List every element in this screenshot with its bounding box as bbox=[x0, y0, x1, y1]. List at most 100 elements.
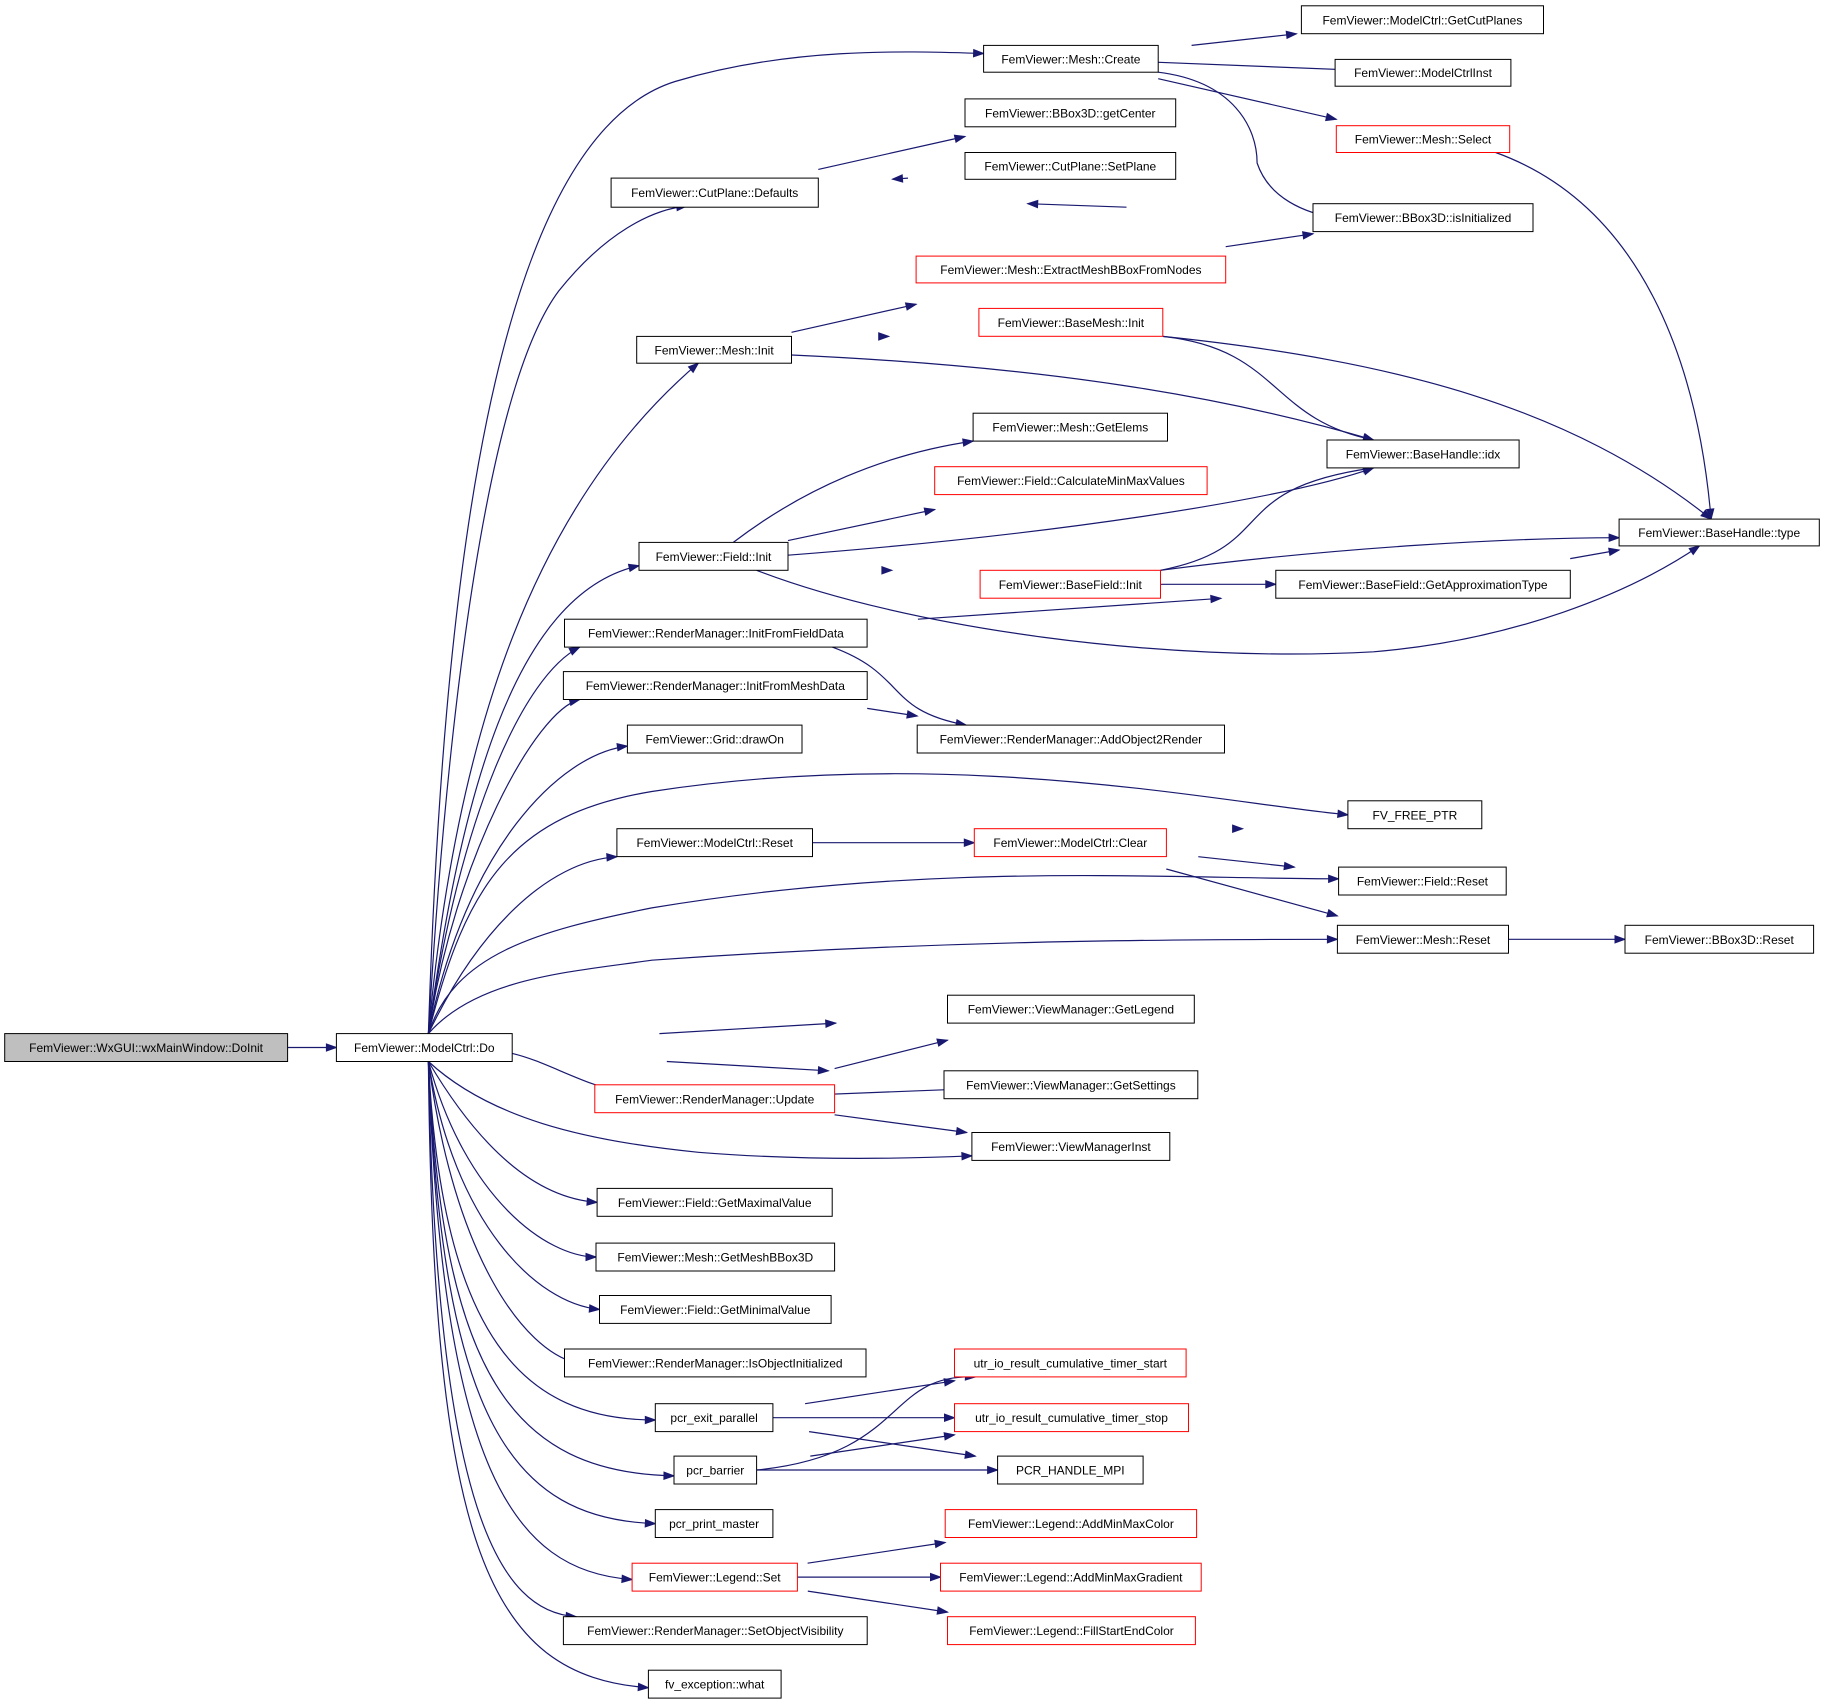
node-label: FemViewer::RenderManager::Update bbox=[615, 1092, 815, 1106]
node-label: FemViewer::RenderManager::InitFromMeshDa… bbox=[586, 679, 846, 693]
node-box bbox=[610, 177, 819, 208]
node-box bbox=[915, 255, 1227, 284]
node-getBBox[interactable]: FemViewer::Mesh::GetMeshBBox3D bbox=[595, 1242, 836, 1272]
arrowhead-icon bbox=[936, 1038, 949, 1047]
arrowhead-icon bbox=[1326, 908, 1339, 918]
node-label: FemViewer::ViewManagerInst bbox=[991, 1140, 1151, 1154]
node-fillStartEnd[interactable]: FemViewer::Legend::FillStartEndColor bbox=[947, 1616, 1196, 1646]
node-setVis[interactable]: FemViewer::RenderManager::SetObjectVisib… bbox=[562, 1616, 868, 1646]
node-addObj[interactable]: FemViewer::RenderManager::AddObject2Rend… bbox=[916, 724, 1225, 754]
node-box bbox=[1624, 924, 1815, 954]
call-edge-do-to-fieldInit bbox=[427, 563, 641, 1034]
edge-line bbox=[427, 745, 628, 1034]
node-getMin[interactable]: FemViewer::Field::GetMinimalValue bbox=[599, 1295, 832, 1324]
node-extract[interactable]: FemViewer::Mesh::ExtractMeshBBoxFromNode… bbox=[915, 255, 1227, 284]
node-baseFieldInit[interactable]: FemViewer::BaseField::Init bbox=[979, 569, 1161, 599]
node-vmInst[interactable]: FemViewer::ViewManagerInst bbox=[971, 1132, 1171, 1161]
node-timerStart[interactable]: utr_io_result_cumulative_timer_start bbox=[954, 1348, 1187, 1378]
node-getCenter[interactable]: FemViewer::BBox3D::getCenter bbox=[964, 98, 1177, 128]
node-calcMinMax[interactable]: FemViewer::Field::CalculateMinMaxValues bbox=[934, 466, 1208, 496]
node-getMax[interactable]: FemViewer::Field::GetMaximalValue bbox=[596, 1187, 833, 1217]
node-pcrPrint[interactable]: pcr_print_master bbox=[654, 1509, 774, 1538]
node-setPlane[interactable]: FemViewer::CutPlane::SetPlane bbox=[964, 152, 1177, 180]
node-label: utr_io_result_cumulative_timer_start bbox=[974, 1357, 1168, 1371]
node-meshSelect[interactable]: FemViewer::Mesh::Select bbox=[1335, 125, 1511, 153]
node-do[interactable]: FemViewer::ModelCtrl::Do bbox=[335, 1033, 513, 1062]
node-fieldReset[interactable]: FemViewer::Field::Reset bbox=[1338, 866, 1507, 896]
call-edge-legendSet-to-fillStartEnd bbox=[807, 1590, 949, 1615]
node-legendSet[interactable]: FemViewer::Legend::Set bbox=[631, 1562, 798, 1592]
node-rmUpdate[interactable]: FemViewer::RenderManager::Update bbox=[594, 1084, 836, 1114]
node-box bbox=[596, 1187, 833, 1217]
node-meshInit[interactable]: FemViewer::Mesh::Init bbox=[636, 335, 793, 364]
node-meshReset[interactable]: FemViewer::Mesh::Reset bbox=[1336, 924, 1510, 954]
arrowhead-icon bbox=[923, 507, 937, 516]
call-edge-do-to-setVis bbox=[427, 1061, 578, 1621]
edge-line bbox=[1198, 856, 1295, 868]
node-pcrExit[interactable]: pcr_exit_parallel bbox=[654, 1403, 774, 1433]
node-box bbox=[1312, 203, 1534, 233]
node-fvFree[interactable]: FV_FREE_PTR bbox=[1347, 800, 1483, 830]
node-root[interactable]: FemViewer::WxGUI::wxMainWindow::DoInit bbox=[4, 1033, 289, 1062]
node-initFromField[interactable]: FemViewer::RenderManager::InitFromFieldD… bbox=[564, 618, 868, 648]
node-pcrBarrier[interactable]: pcr_barrier bbox=[673, 1455, 758, 1485]
node-mcReset[interactable]: FemViewer::ModelCtrl::Reset bbox=[616, 828, 814, 858]
node-initFromMesh[interactable]: FemViewer::RenderManager::InitFromMeshDa… bbox=[562, 671, 868, 700]
edge-line bbox=[427, 565, 640, 1034]
edge-line bbox=[756, 1376, 976, 1471]
node-getApprox[interactable]: FemViewer::BaseField::GetApproximationTy… bbox=[1275, 569, 1571, 599]
node-idx[interactable]: FemViewer::BaseHandle::idx bbox=[1326, 439, 1520, 469]
edge-line bbox=[834, 1039, 948, 1070]
node-fvExc[interactable]: fv_exception::what bbox=[647, 1669, 782, 1699]
call-edge-do-to-fvFree bbox=[427, 773, 1350, 1034]
node-baseMeshInit[interactable]: FemViewer::BaseMesh::Init bbox=[978, 307, 1164, 337]
edge-line bbox=[1158, 78, 1337, 120]
node-label: FemViewer::Mesh::GetElems bbox=[992, 421, 1148, 435]
edge-line bbox=[917, 597, 1222, 620]
node-drawOn[interactable]: FemViewer::Grid::drawOn bbox=[626, 724, 803, 754]
edge-line bbox=[807, 1590, 948, 1613]
call-edge-fieldInit-to-calcMinMax bbox=[787, 507, 937, 542]
node-label: pcr_exit_parallel bbox=[670, 1411, 757, 1425]
arrowhead-icon bbox=[1326, 934, 1339, 944]
node-label: FemViewer::ViewManager::GetSettings bbox=[966, 1078, 1176, 1092]
call-edge-do-to-fieldReset bbox=[427, 874, 1341, 1034]
call-edge-do-to-getMax bbox=[427, 1061, 599, 1206]
node-label: FemViewer::Mesh::Create bbox=[1001, 52, 1140, 66]
node-addMinMaxColor[interactable]: FemViewer::Legend::AddMinMaxColor bbox=[944, 1509, 1198, 1538]
node-meshCreate[interactable]: FemViewer::Mesh::Create bbox=[983, 44, 1159, 73]
node-label: PCR_HANDLE_MPI bbox=[1016, 1464, 1125, 1478]
call-edge-meshSelect-to-type bbox=[1495, 151, 1715, 521]
node-label: pcr_barrier bbox=[686, 1464, 744, 1478]
node-mcClear[interactable]: FemViewer::ModelCtrl::Clear bbox=[973, 828, 1167, 858]
node-label: fv_exception::what bbox=[665, 1678, 765, 1692]
arrowhead-icon bbox=[325, 1043, 338, 1052]
node-box bbox=[997, 1455, 1144, 1485]
node-timerStop[interactable]: utr_io_result_cumulative_timer_stop bbox=[954, 1403, 1189, 1433]
node-fieldInit[interactable]: FemViewer::Field::Init bbox=[638, 541, 789, 571]
arrowhead-icon bbox=[1302, 231, 1315, 240]
node-box bbox=[934, 466, 1208, 496]
node-isInit[interactable]: FemViewer::BBox3D::isInitialized bbox=[1312, 203, 1534, 233]
node-getElems[interactable]: FemViewer::Mesh::GetElems bbox=[972, 412, 1168, 442]
arrowhead-icon bbox=[964, 1450, 977, 1459]
node-getLegend[interactable]: FemViewer::ViewManager::GetLegend bbox=[947, 994, 1195, 1024]
edge-line bbox=[427, 1061, 600, 1310]
node-addMinMaxGrad[interactable]: FemViewer::Legend::AddMinMaxGradient bbox=[940, 1562, 1202, 1592]
node-label: FemViewer::BBox3D::Reset bbox=[1645, 933, 1795, 947]
node-pcrHandle[interactable]: PCR_HANDLE_MPI bbox=[997, 1455, 1144, 1485]
node-box bbox=[964, 98, 1177, 128]
edge-line bbox=[427, 698, 580, 1034]
node-modelCtrlInst[interactable]: FemViewer::ModelCtrlInst bbox=[1334, 58, 1512, 87]
call-edge-meshReset-to-bboxReset bbox=[1508, 934, 1627, 944]
node-type[interactable]: FemViewer::BaseHandle::type bbox=[1618, 518, 1820, 547]
arrowhead-icon bbox=[606, 853, 619, 862]
node-cpDefaults[interactable]: FemViewer::CutPlane::Defaults bbox=[610, 177, 819, 208]
node-bboxReset[interactable]: FemViewer::BBox3D::Reset bbox=[1624, 924, 1815, 954]
call-edge-do-to-getMin bbox=[427, 1061, 601, 1313]
node-getSettings[interactable]: FemViewer::ViewManager::GetSettings bbox=[943, 1070, 1199, 1100]
node-getCutPlanes[interactable]: FemViewer::ModelCtrl::GetCutPlanes bbox=[1300, 5, 1545, 35]
edge-line bbox=[1158, 71, 1339, 220]
node-isObjInit[interactable]: FemViewer::RenderManager::IsObjectInitia… bbox=[564, 1348, 867, 1378]
call-edge-getApprox-to-type bbox=[1570, 547, 1621, 560]
